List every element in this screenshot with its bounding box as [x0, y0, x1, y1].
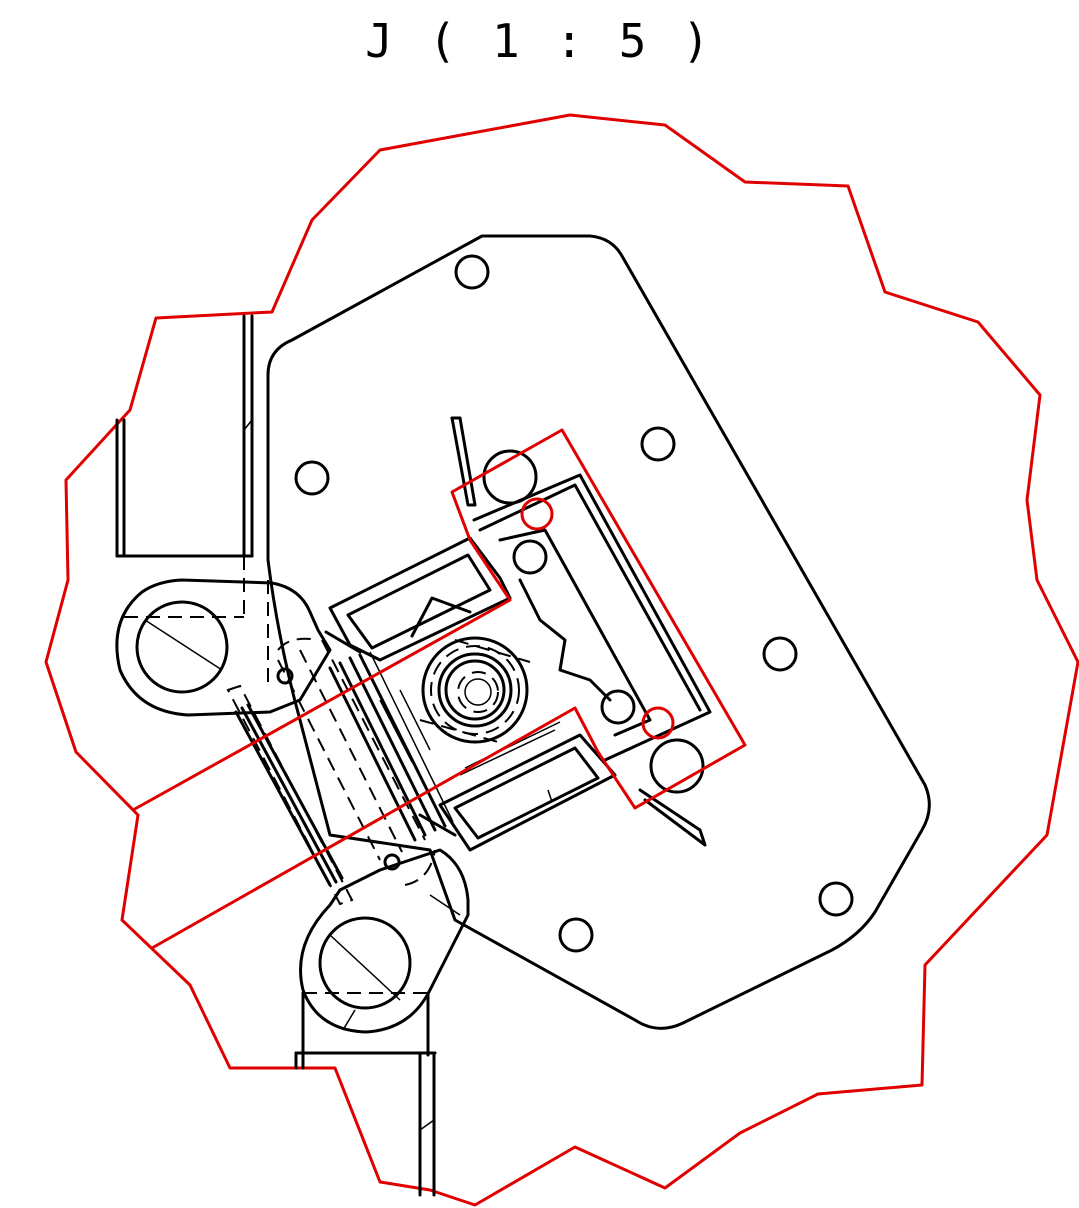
mounting-holes [294, 254, 854, 953]
roller [482, 449, 538, 505]
mounting-hole [640, 426, 676, 462]
mounting-hole [818, 881, 854, 917]
upper-arm-rail [115, 314, 254, 558]
roller [649, 738, 705, 794]
mounting-hole [454, 254, 490, 290]
hinge-slider-assembly [226, 630, 457, 906]
lower-pivot-link [299, 848, 470, 1034]
highlight-marker [520, 497, 554, 531]
highlight-marker [641, 706, 675, 740]
base-plate [266, 234, 931, 1030]
mounting-hole [762, 636, 798, 672]
detail-view-title: J ( 1 : 5 ) [365, 14, 714, 68]
mounting-hole [558, 917, 594, 953]
central-bearing [419, 636, 531, 744]
lower-arm-rail [294, 991, 437, 1197]
upper-pivot-link [115, 556, 332, 717]
detail-boundary [44, 113, 1079, 1207]
clamp-block [328, 416, 712, 852]
mounting-hole [294, 460, 330, 496]
section-cut-lines [132, 428, 747, 950]
